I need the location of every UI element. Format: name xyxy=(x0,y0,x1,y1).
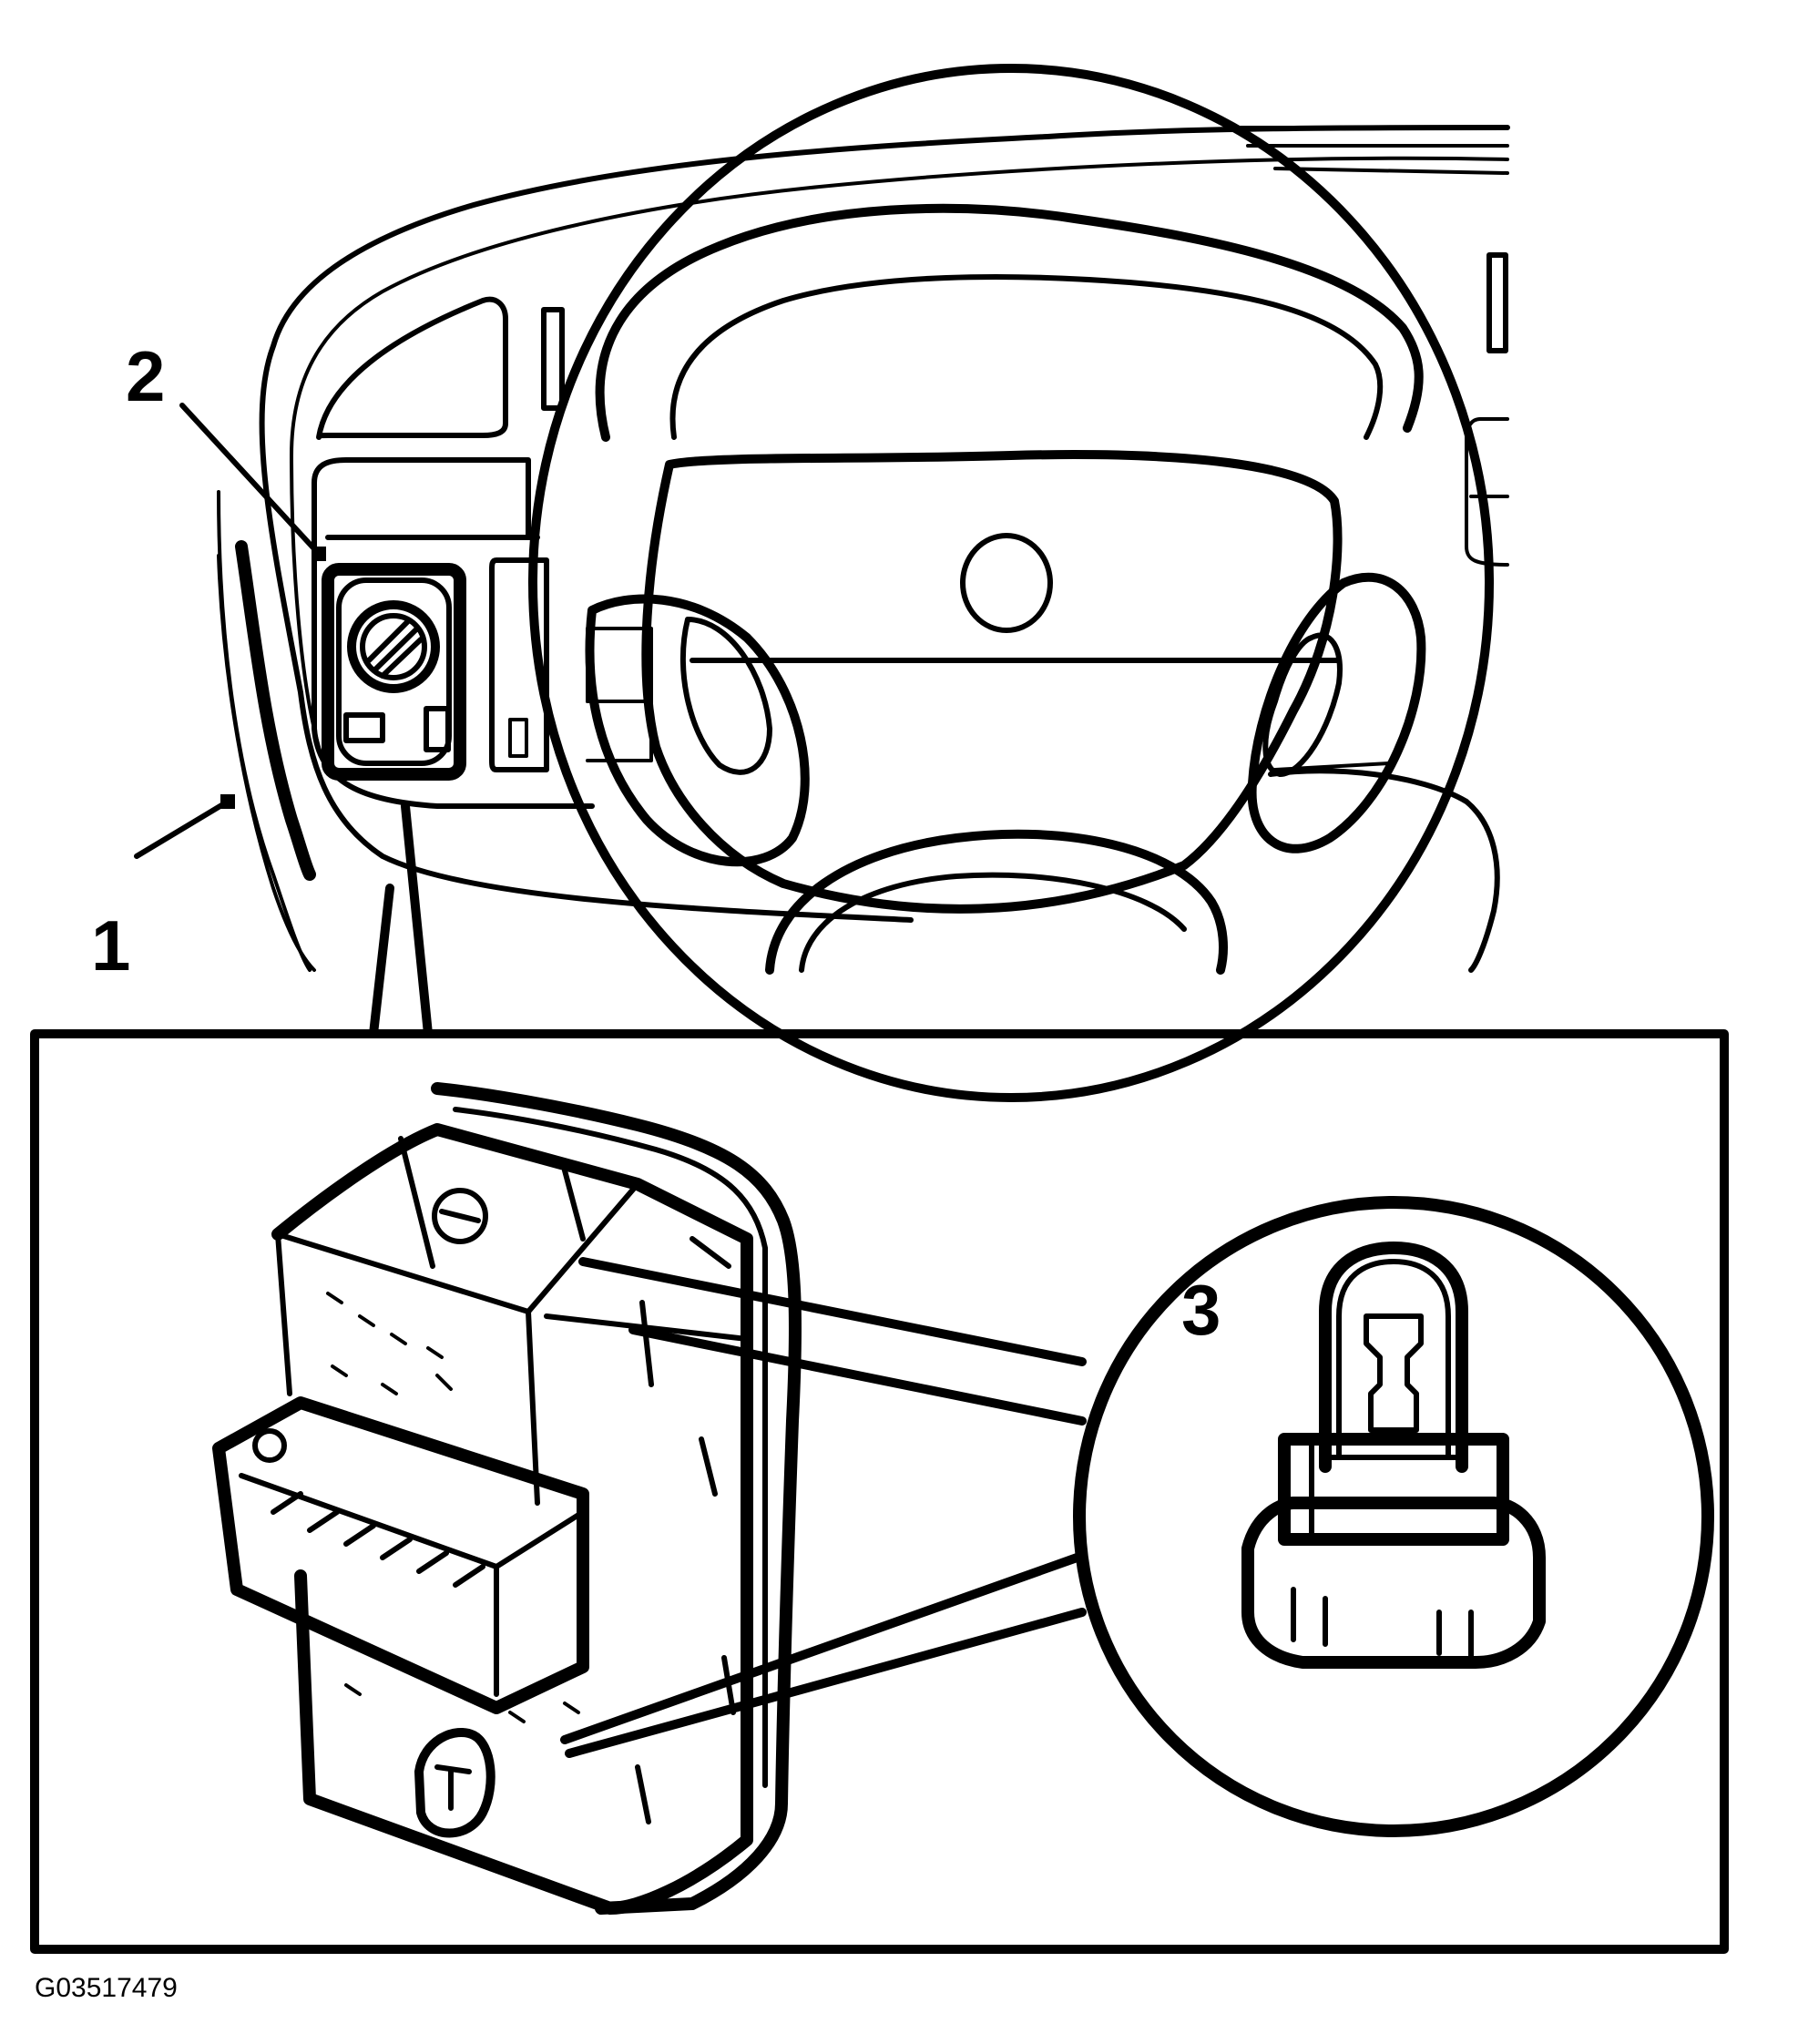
center-switch-block xyxy=(489,557,549,772)
bulb-glass xyxy=(1319,1242,1468,1473)
steering-wheel-emblem xyxy=(960,533,1053,633)
bulb-holder-flange xyxy=(1241,1497,1546,1669)
light-switch-knob-grip xyxy=(366,618,424,679)
right-knee-contour xyxy=(1268,768,1500,973)
dashboard-overview: 1 2 xyxy=(91,64,1510,1102)
left-door-trim-outer xyxy=(217,554,316,972)
bulb-magnifier-circle xyxy=(1073,1196,1714,1837)
light-switch-knob xyxy=(347,600,440,693)
bulb-holder-tabs xyxy=(1291,1587,1474,1661)
module-side-face xyxy=(275,1232,750,1506)
module-top-screw-slot xyxy=(439,1209,481,1223)
dash-right-top-lines xyxy=(1223,126,1509,175)
module-front-face xyxy=(271,1123,753,1915)
light-switch-knob-inner xyxy=(360,613,427,680)
module-top-ribs xyxy=(398,1136,731,1269)
steering-wheel-hub xyxy=(641,450,1343,914)
steering-wheel-rim-inner-top xyxy=(595,203,1424,442)
bulb-filament xyxy=(1364,1313,1424,1433)
right-spoke-button xyxy=(1262,632,1343,777)
module-bottom-boss-inner xyxy=(434,1764,472,1811)
module-top-screw xyxy=(432,1188,488,1244)
bulb-base-collar xyxy=(1309,1436,1465,1542)
switch-panel-outline xyxy=(312,457,595,809)
figure-id: G03517479 xyxy=(35,1973,178,2003)
zoom-pointer xyxy=(369,802,433,1038)
module-top-edge xyxy=(275,1181,640,1314)
light-switch-module xyxy=(212,1082,802,1915)
right-spoke-line xyxy=(1273,761,1391,772)
steering-wheel-rim-outer xyxy=(528,64,1494,1102)
callout-1-anchor xyxy=(220,794,235,809)
module-surface-details xyxy=(326,1292,580,1723)
steering-column-shroud xyxy=(765,829,1228,975)
center-switch-slot-1 xyxy=(508,718,528,758)
steering-wheel-rim-inner-top-2 xyxy=(669,274,1384,440)
module-side-ribs xyxy=(635,1300,736,1824)
right-vent-slot xyxy=(1486,252,1508,353)
module-connector-shell xyxy=(212,1396,589,1714)
callout-1-label: 1 xyxy=(91,905,130,986)
module-rear-housing xyxy=(431,1082,802,1915)
left-spoke-pad xyxy=(585,594,810,867)
inset-frame xyxy=(30,1029,1729,1954)
left-vent-slot xyxy=(541,307,565,411)
left-spoke-button xyxy=(679,617,772,775)
light-switch-face xyxy=(336,577,452,766)
callout-2-label: 2 xyxy=(126,336,165,416)
light-switch-left-button xyxy=(343,712,385,743)
callout-2-leader xyxy=(179,403,322,557)
module-connector-pins xyxy=(271,1491,485,1588)
dash-top-contour-inner xyxy=(290,156,1509,749)
left-door-trim xyxy=(235,540,316,881)
module-bottom-boss xyxy=(414,1727,495,1838)
magnifier-wedge xyxy=(560,1257,1087,1758)
dash-top-contour xyxy=(259,125,1510,923)
detail-inset: 3 xyxy=(30,802,1729,1954)
module-rear-housing-inner xyxy=(453,1107,768,1788)
callout-3-label: 3 xyxy=(1181,1270,1221,1350)
callout-1-leader xyxy=(134,799,230,859)
module-connector-screw xyxy=(252,1428,287,1463)
left-air-vent xyxy=(316,296,508,440)
instrument-bulb xyxy=(1241,1242,1546,1669)
light-switch-right-button xyxy=(424,706,451,752)
light-switch xyxy=(322,563,466,781)
steering-column-shroud-inner xyxy=(799,872,1187,973)
bulb-base xyxy=(1278,1433,1509,1546)
right-spoke-pad xyxy=(1247,572,1426,853)
module-connector-inner xyxy=(239,1473,586,1697)
light-switch-bezel xyxy=(322,563,466,781)
callout-2-anchor xyxy=(312,547,326,561)
bulb-glass-inner xyxy=(1336,1259,1451,1460)
right-side-panel xyxy=(1465,417,1509,567)
